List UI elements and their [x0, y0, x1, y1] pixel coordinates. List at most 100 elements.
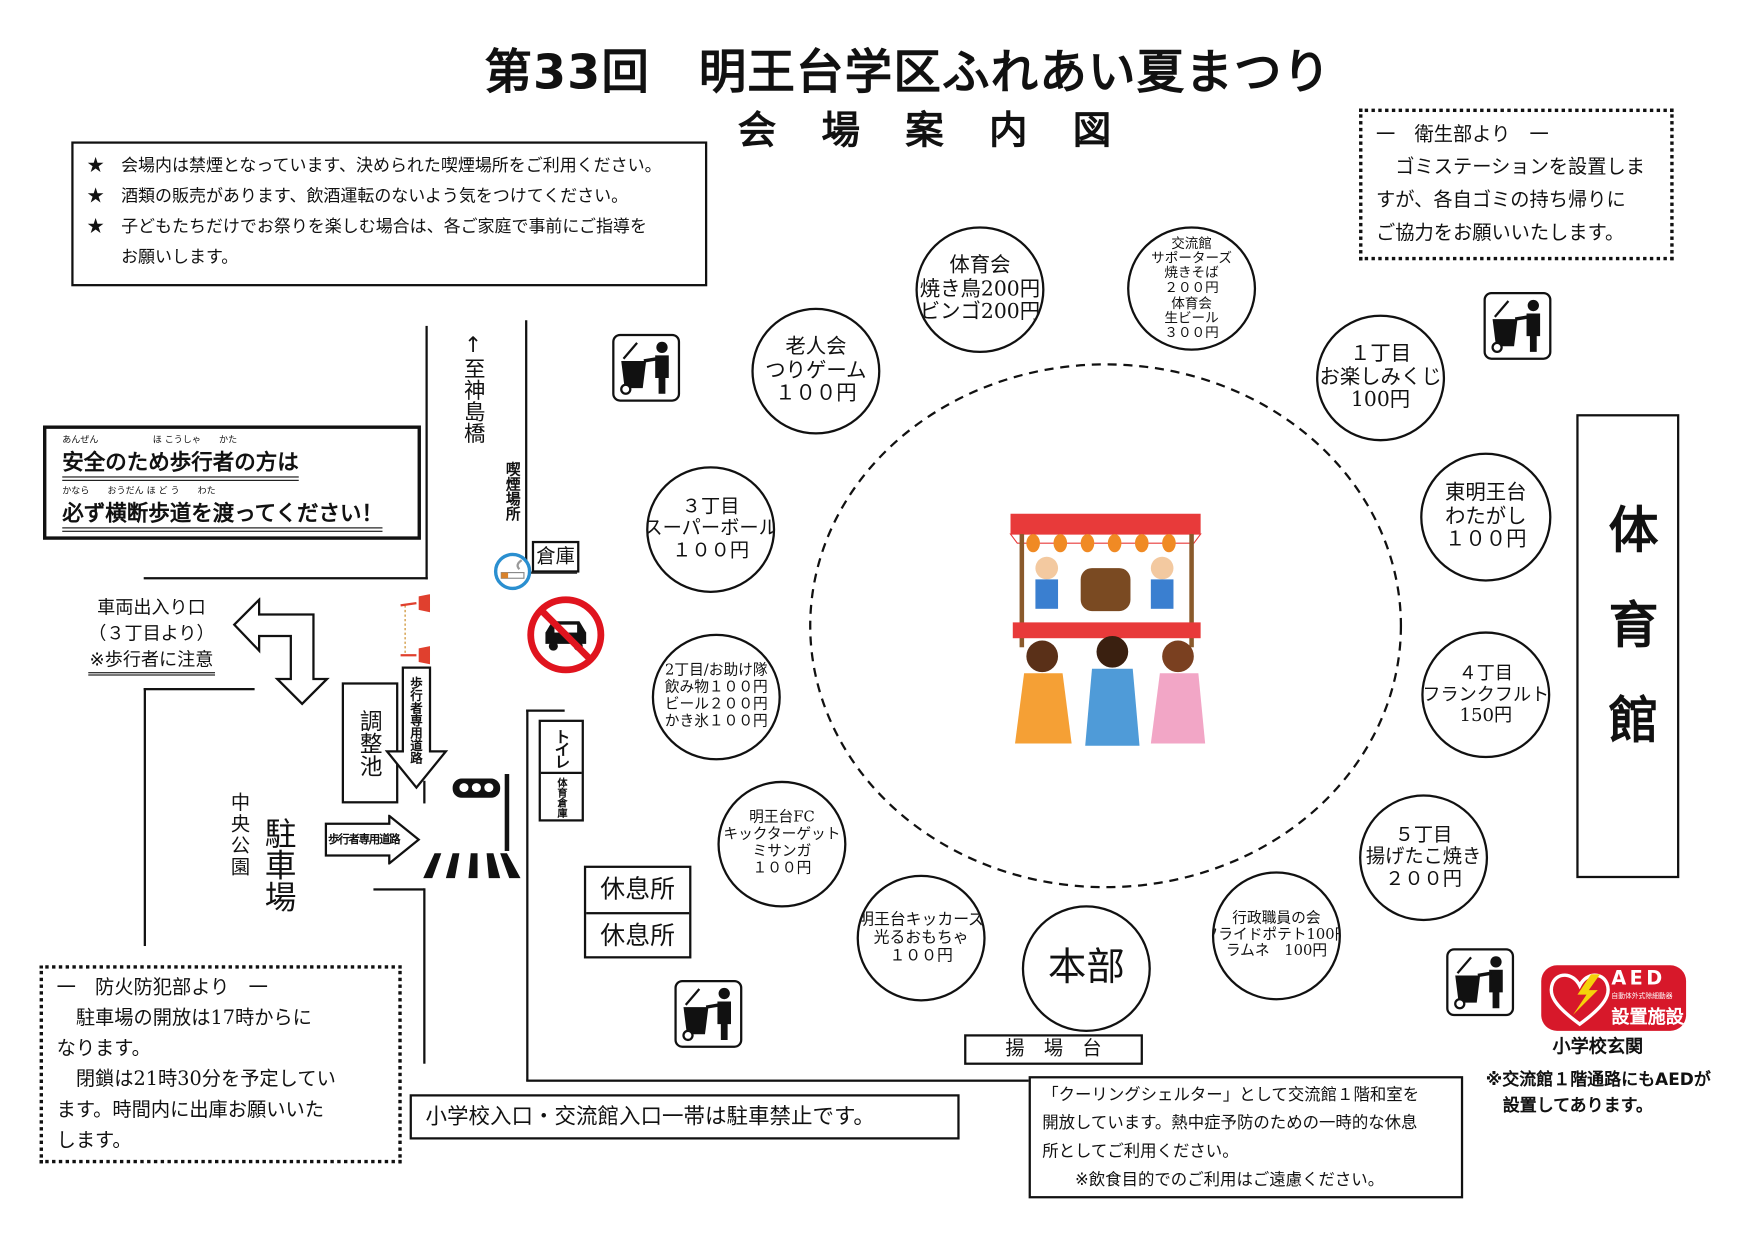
booth-text: キックターゲット [723, 826, 841, 844]
booth-text: 150円 [1459, 704, 1513, 726]
booth-text: 明王台キッカーズ [858, 910, 985, 929]
booth-text: ４丁目 [1458, 662, 1513, 684]
road-line [527, 571, 578, 574]
safety-line: 安全のため歩行者の方は [62, 446, 299, 481]
notice-line: 所としてご利用ください。 [1042, 1142, 1239, 1162]
vehicle-entrance-label: 車両出入り口 （３丁目より） ※歩行者に注意 [88, 594, 215, 676]
notice-line: 駐車場の開放は17時からに [56, 1007, 312, 1030]
pond: 調整池 [341, 682, 399, 804]
aed-note-line: ※交流館１階通路にもAEDが [1485, 1069, 1711, 1090]
barrier-cones-icon [400, 594, 431, 665]
booth-text: 揚げたこ焼き [1365, 845, 1482, 869]
road-line [423, 780, 426, 804]
booth-text: ビンゴ200円 [919, 300, 1041, 325]
heart-bolt-icon [1549, 973, 1610, 1027]
vehicle-entrance-arrow-icon [232, 597, 330, 706]
booth-text: １丁目 [1349, 341, 1412, 366]
aed-title: AED [1611, 967, 1666, 991]
rule-line: ★ 会場内は禁煙となっています、決められた喫煙場所をご利用ください。 [87, 155, 662, 176]
booth-text: 100円 [1350, 388, 1411, 413]
warehouse: 倉庫 [531, 540, 580, 573]
road-line [425, 325, 428, 580]
road-line [143, 688, 146, 947]
traffic-light-crosswalk-icon [423, 774, 521, 879]
aed-note-line: 設置してあります。 [1485, 1095, 1653, 1116]
safety-notice: あんぜん ほ こうしゃ かた 安全のため歩行者の方は かなら おうだん ほ ど … [43, 425, 421, 540]
booth-text: ミサンガ [752, 843, 812, 861]
parking-label: 駐車場 [260, 817, 298, 913]
booth: 行政職員の会フライドポテト100円ラムネ 100円 [1211, 871, 1341, 1001]
aed-subtitle: 自動体外式除細動器 [1611, 992, 1673, 1001]
trash-station-icon [1446, 948, 1515, 1017]
trash-station-icon [674, 979, 743, 1048]
notice-line: 「クーリングシェルター」として交流館１階和室を [1042, 1086, 1420, 1105]
booth-text: 体育会 [949, 253, 1011, 278]
notice-line: ます。時間内に出庫お願いいた [56, 1098, 324, 1122]
road-line [526, 1079, 1030, 1082]
booth-text: ５丁目 [1394, 823, 1453, 847]
headquarters: 本部 [1021, 905, 1151, 1033]
notice-line: ゴミステーションを設置しま [1376, 156, 1645, 179]
road-line [143, 577, 428, 580]
booth-text: わたがし [1445, 504, 1527, 529]
booth-text: １００円 [672, 539, 750, 563]
booth-text: ビール２００円 [664, 695, 768, 713]
vehicle-entrance-from: （３丁目より） [88, 622, 215, 644]
road-line [143, 688, 255, 691]
booth-text: つりゲーム [765, 358, 867, 383]
notice-line: 閉鎖は21時30分を予定してい [56, 1068, 336, 1091]
ruby-text: あんぜん ほ こうしゃ かた [62, 434, 238, 445]
road-line [525, 320, 528, 572]
notice-heading: 一 衛生部より 一 [1376, 123, 1549, 146]
festival-area-boundary [809, 363, 1403, 889]
booth-text: １００円 [752, 859, 812, 877]
rest-area-label: 休息所 [586, 868, 690, 915]
booth-text: 行政職員の会 [1232, 909, 1321, 927]
park-label: 中央公園 [226, 792, 249, 879]
rules-notice: ★ 会場内は禁煙となっています、決められた喫煙場所をご利用ください。 ★ 酒類の… [71, 141, 708, 287]
booth-text: ３丁目 [681, 495, 740, 518]
aed-sign: AED 自動体外式除細動器 設置施設 [1541, 965, 1687, 1031]
booth-text: 焼き鳥200円 [919, 276, 1041, 301]
no-parking-notice: 小学校入口・交流館入口一帯は駐車禁止です。 [409, 1094, 960, 1140]
notice-line: なります。 [56, 1037, 151, 1061]
booth-text: 明王台FC [749, 809, 815, 827]
booth-text: 東明王台 [1445, 480, 1527, 505]
stage-label: 揚 場 台 [964, 1034, 1143, 1065]
bon-odori-stall-illustration [1009, 513, 1206, 746]
booth-text: 生ビール [1164, 309, 1219, 326]
booth: 2丁目/お助け隊飲み物１００円ビール２００円かき氷１００円 [651, 633, 781, 761]
trash-station-icon [1483, 291, 1552, 360]
page-subtitle: 会場案内図 [737, 108, 1157, 154]
gymnasium-label: 体育館 [1599, 503, 1658, 789]
notice-line: 開放しています。熱中症予防のための一時的な休息 [1042, 1114, 1418, 1133]
gymnasium: 体育館 [1576, 414, 1680, 879]
sanitation-notice: 一 衛生部より 一 ゴミステーションを設置しま すが、各自ゴミの持ち帰りに ご協… [1359, 108, 1674, 261]
road-line [423, 888, 426, 1064]
rule-line: ★ 酒類の販売があります、飲酒運転のないよう気をつけてください。 [87, 185, 629, 206]
booth-text: サポーターズ [1151, 250, 1232, 266]
rest-areas: 休息所 休息所 [583, 865, 692, 959]
booth-text: かき氷１００円 [664, 712, 768, 730]
booth-text: １００円 [775, 381, 857, 406]
booth-text: 焼きそば [1164, 265, 1219, 281]
booth-text: ３００円 [1164, 324, 1219, 341]
aed-label: 設置施設 [1611, 1005, 1684, 1028]
booth-text: フランクフルト [1422, 683, 1550, 705]
notice-line: ※飲食目的でのご利用はご遠慮ください。 [1042, 1171, 1385, 1190]
toilet-storage: トイレ 体育倉庫 [538, 719, 584, 822]
smoking-area-label: 喫煙場所 [502, 461, 520, 521]
rule-line: ★ 子どもたちだけでお祭りを楽しむ場合は、各ご家庭で事前にご指導を [87, 216, 647, 237]
cooling-shelter-notice: 「クーリングシェルター」として交流館１階和室を 開放しています。熱中症予防のため… [1028, 1076, 1464, 1199]
storage-label: 体育倉庫 [555, 777, 567, 819]
booth-text: スーパーボール [646, 517, 776, 541]
notice-line: すが、各自ゴミの持ち帰りに [1376, 188, 1626, 212]
booth-text: ラムネ 100円 [1225, 943, 1328, 961]
booth-text: お楽しみくじ [1319, 365, 1442, 389]
pedestrian-road-arrow-right [324, 814, 421, 865]
